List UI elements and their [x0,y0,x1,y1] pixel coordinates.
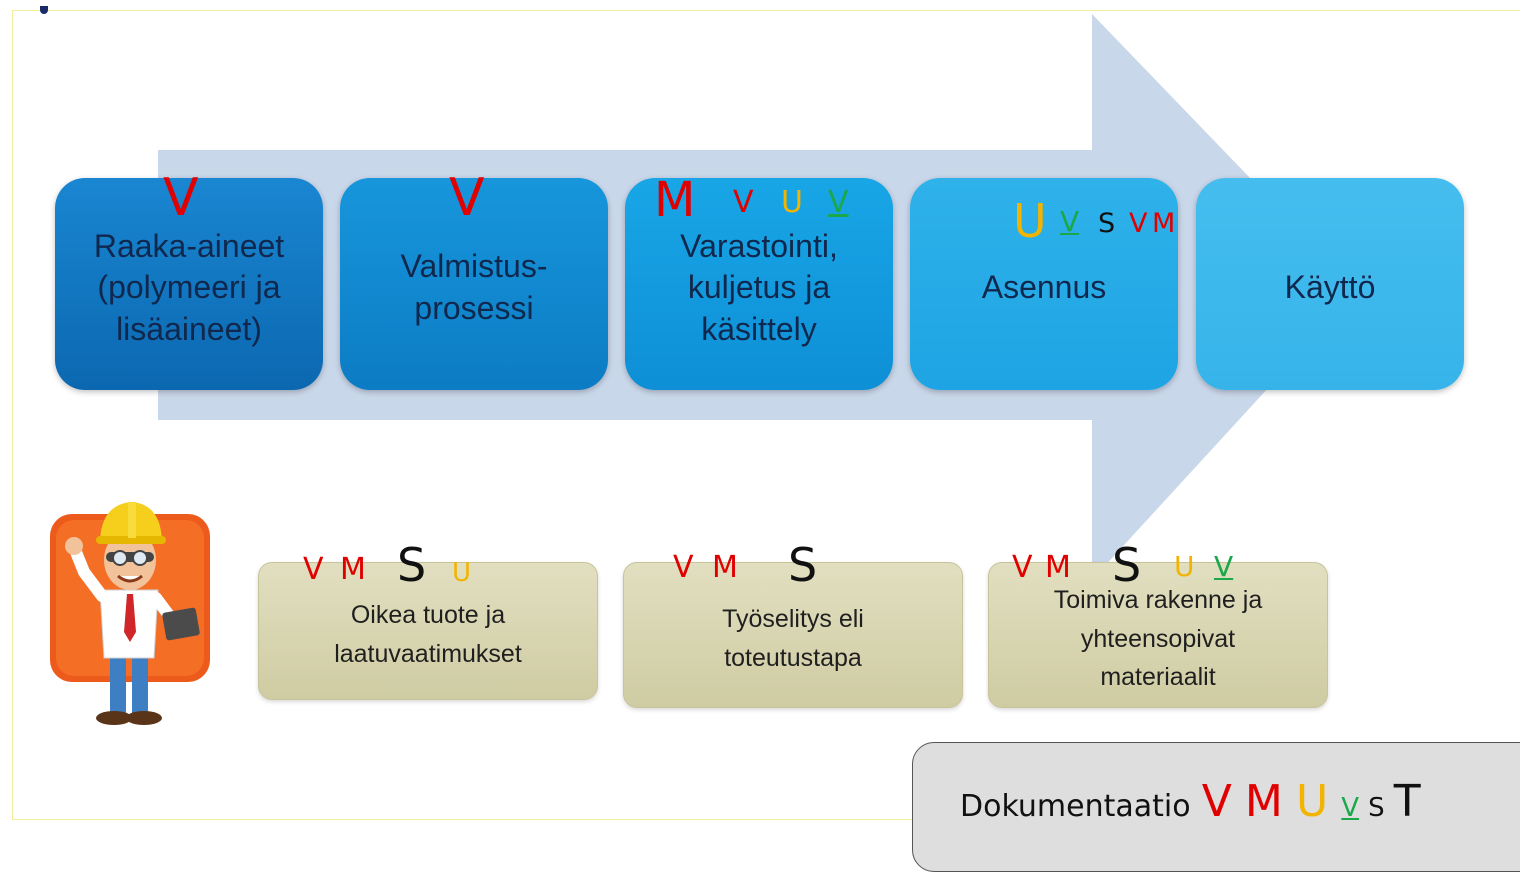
step-label: Käyttö [1284,269,1376,306]
mark-req1-s: S [397,538,427,592]
process-arrow [158,14,1358,580]
mark-req1-m: M [340,552,366,587]
mark-step4-v-green: V [1060,205,1080,238]
mark-step3-u: U [781,185,803,220]
mark-req3-v: V [1012,550,1033,585]
mark-req1-u: U [452,558,472,588]
mark-step4-s: S [1098,208,1116,239]
mark-step3-v: V [733,185,754,220]
doc-mark-t: T [1393,776,1421,827]
mark-req2-s: S [788,538,818,592]
corner-mark [40,6,48,14]
step-use: Käyttö [1196,178,1464,390]
mark-req3-s: S [1112,538,1142,592]
doc-mark-v: V [1201,776,1232,827]
doc-mark-m: M [1244,776,1283,827]
slide-frame [12,10,1520,820]
mark-step4-m: M [1152,208,1176,239]
requirement-working-structure: Toimiva rakenne ja yhteensopivat materia… [988,562,1328,708]
requirement-label: Työselitys eli toteutustapa [722,605,864,672]
doc-mark-s: S [1368,793,1385,823]
step-label: Raaka-aineet (polymeeri ja lisäaineet) [93,227,285,347]
requirement-label: Oikea tuote ja laatuvaatimukset [334,601,522,668]
documentation-label: Dokumentaatio [960,789,1191,824]
mark-step4-v: V [1129,208,1148,239]
mark-req3-v-green: V [1214,550,1234,583]
mark-step3-v-green: V [828,185,849,220]
requirement-label: Toimiva rakenne ja yhteensopivat materia… [1053,585,1263,692]
mark-step2-v: V [449,168,485,228]
step-label: Valmistus- prosessi [400,248,548,326]
mark-req3-u: U [1174,550,1195,583]
step-installation: Asennus [910,178,1178,390]
doc-mark-v-green: V [1341,793,1360,823]
step-storage-transport: Varastointi, kuljetus ja käsittely [625,178,893,390]
step-raw-materials: Raaka-aineet (polymeeri ja lisäaineet) [55,178,323,390]
mark-req1-v: V [303,552,324,587]
mark-step3-m: M [654,172,696,228]
mark-step1-v: V [163,168,199,228]
mark-req2-v: V [673,550,694,585]
step-manufacturing: Valmistus- prosessi [340,178,608,390]
engineer-waving-icon [50,502,210,725]
step-label: Asennus [981,269,1107,306]
doc-mark-u: U [1295,776,1329,827]
mark-req3-m: M [1045,550,1071,585]
documentation-line: Dokumentaatio V M U V S T [960,776,1421,827]
mark-step4-u: U [1013,194,1047,248]
mark-req2-m: M [712,550,738,585]
step-label: Varastointi, kuljetus ja käsittely [680,227,838,347]
requirement-work-description: Työselitys eli toteutustapa [623,562,963,708]
requirement-right-product: Oikea tuote ja laatuvaatimukset [258,562,598,700]
